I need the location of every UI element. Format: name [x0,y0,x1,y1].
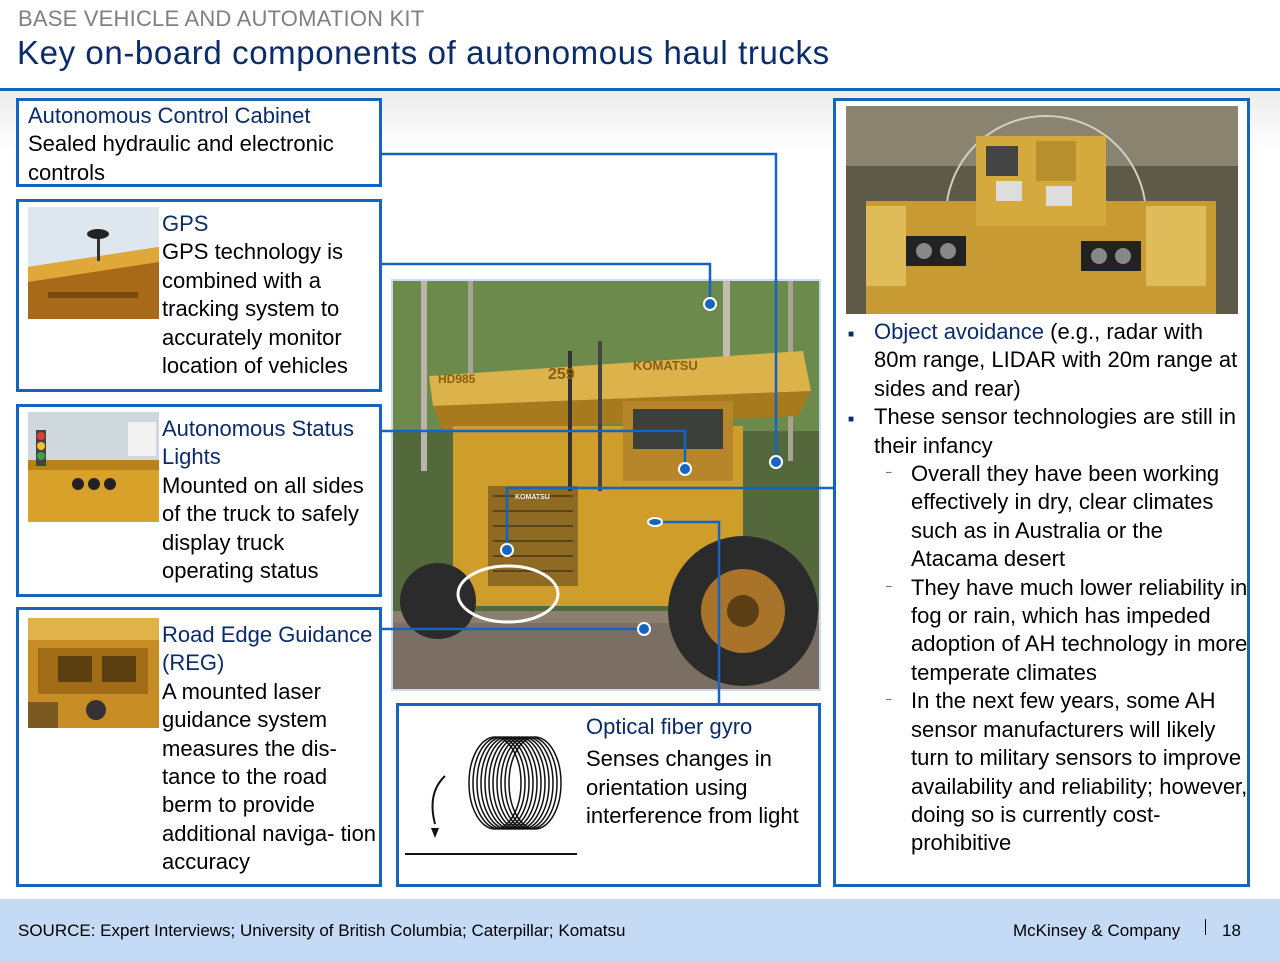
truck-photo: HD985 259 KOMATSU KOMATSU [391,279,821,691]
truck-model-marking: HD985 [438,372,476,386]
gyro-illustration [405,728,577,858]
header-kicker: BASE VEHICLE AND AUTOMATION KIT [18,6,425,31]
gyro-box: Optical fiber gyro Senses changes in ori… [396,703,821,887]
footer-brand: McKinsey & Company [1013,921,1181,940]
sensor-photo [846,106,1238,314]
status-lights-thumbnail [28,412,159,522]
truck-grille-marking: KOMATSU [515,494,550,501]
truck-number-marking: 259 [548,366,575,383]
truck-brand-marking: KOMATSU [633,358,698,373]
status-lights-box: Autonomous Status Lights Mounted on all … [16,404,382,597]
page-number: 18 [1222,921,1241,940]
gps-thumbnail [28,207,159,319]
sub-bullet-dry-climates: Overall they have been working effective… [848,459,1248,574]
cabinet-box: Autonomous Control Cabinet Sealed hydrau… [16,98,382,187]
gyro-heading: Optical fiber gyro [586,714,753,739]
cabinet-heading: Autonomous Control Cabinet [28,103,311,128]
status-lights-description: Mounted on all sides of the truck to saf… [162,472,364,584]
page-title: Key on-board components of autonomous ha… [17,34,830,71]
reg-description: A mounted laser guidance system measures… [162,678,377,875]
gps-box: GPS GPS technology is combined with a tr… [16,199,382,392]
object-avoidance-heading: Object avoidance [874,319,1044,344]
bullet-sensor-infancy: These sensor technologies are still in t… [848,403,1248,460]
gps-description: GPS technology is combined with a tracki… [162,239,348,379]
reg-box: Road Edge Guidance (REG) A mounted laser… [16,607,382,887]
footer-bar [0,899,1280,961]
gyro-description: Senses changes in orientation using inte… [586,746,799,829]
footer-source: SOURCE: Expert Interviews; University of… [18,921,626,940]
reg-heading: Road Edge Guidance (REG) [162,622,373,676]
title-rule [0,88,1280,91]
footer-divider [1205,919,1206,935]
sub-bullet-military-sensors: In the next few years, some AH sensor ma… [848,686,1248,857]
object-avoidance-detail: (e.g., radar with 80m range, LIDAR with … [874,319,1238,401]
reg-thumbnail [28,618,159,728]
sensor-panel: Object avoidance (e.g., radar with 80m r… [833,98,1250,887]
gps-heading: GPS [162,211,209,236]
status-lights-heading: Autonomous Status Lights [162,416,355,470]
cabinet-description: Sealed hydraulic and electronic controls [28,131,334,185]
sub-bullet-fog-rain: They have much lower reliability in fog … [848,573,1248,688]
bullet-object-avoidance: Object avoidance (e.g., radar with 80m r… [848,318,1248,403]
